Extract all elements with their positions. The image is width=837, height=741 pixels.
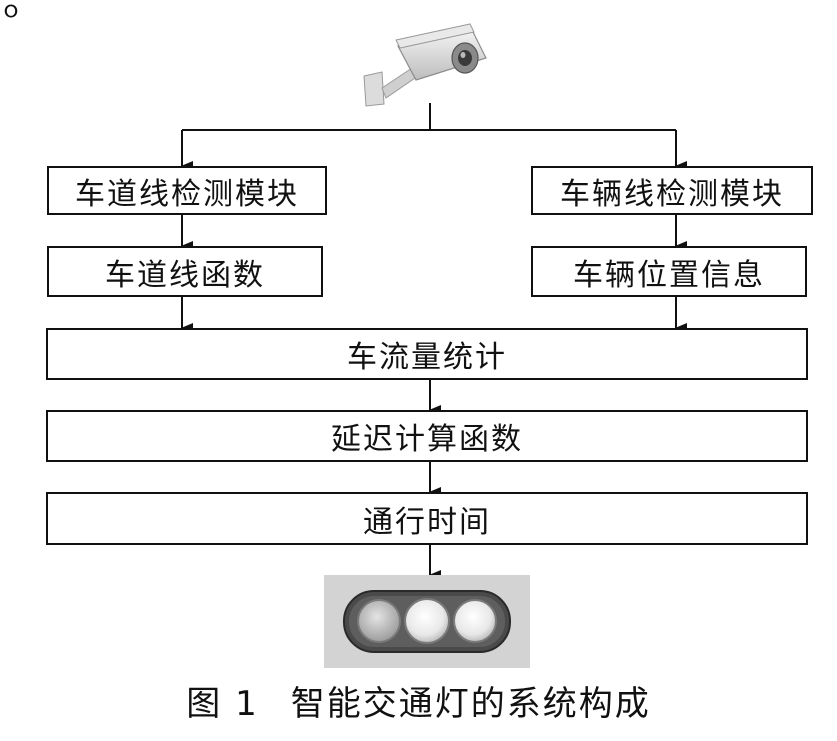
delay-function-label: 延迟计算函数 (331, 422, 523, 457)
pass-time-box: 通行时间 (46, 492, 808, 545)
pass-time-label: 通行时间 (363, 504, 491, 540)
figure-number: 图 1 (186, 684, 259, 724)
vehicle-detection-module-label: 车辆线检测模块 (560, 176, 784, 212)
corner-text-fragment: ｏ (0, 0, 23, 23)
traffic-lamp-left (357, 599, 401, 643)
vehicle-position-label: 车辆位置信息 (573, 257, 765, 293)
lane-function-box: 车道线函数 (47, 246, 323, 297)
security-camera-icon (363, 23, 487, 107)
traffic-lamp-right (453, 599, 497, 643)
lane-detection-module-box: 车道线检测模块 (47, 166, 327, 215)
traffic-stats-box: 车流量统计 (46, 328, 808, 380)
vehicle-detection-module-box: 车辆线检测模块 (531, 166, 813, 215)
lane-function-label: 车道线函数 (105, 257, 265, 293)
traffic-lamp-middle (404, 598, 450, 644)
traffic-light-icon (324, 575, 530, 668)
figure-title: 智能交通灯的系统构成 (290, 684, 651, 724)
delay-function-box: 延迟计算函数 (46, 410, 808, 462)
vehicle-position-box: 车辆位置信息 (531, 246, 807, 297)
lane-detection-module-label: 车道线检测模块 (75, 176, 299, 212)
traffic-stats-label: 车流量统计 (347, 340, 507, 375)
figure-caption: 图 1 智能交通灯的系统构成 (0, 676, 837, 725)
